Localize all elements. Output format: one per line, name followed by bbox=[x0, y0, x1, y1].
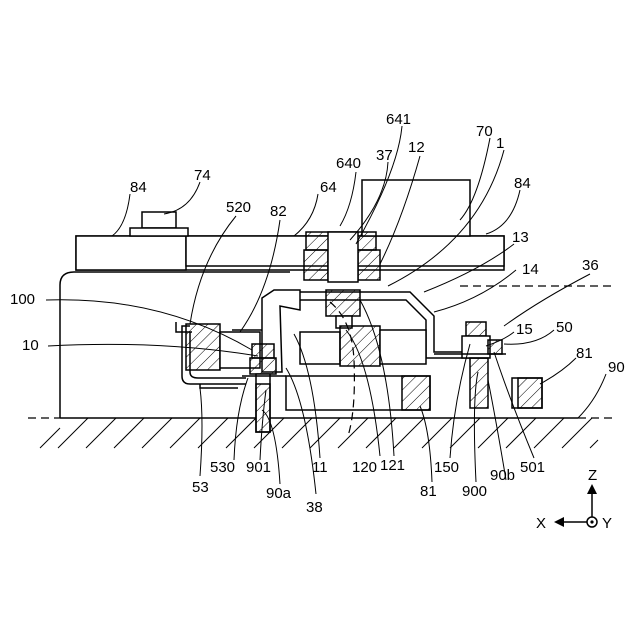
z-arrow-icon bbox=[587, 484, 597, 494]
label-64: 64 bbox=[320, 179, 337, 196]
label-150: 150 bbox=[434, 459, 459, 476]
axis-y-label: Y bbox=[602, 515, 612, 532]
ground bbox=[28, 418, 612, 448]
label-501: 501 bbox=[520, 459, 545, 476]
label-81-bottom: 81 bbox=[420, 483, 437, 500]
label-74: 74 bbox=[194, 167, 211, 184]
label-11: 11 bbox=[312, 459, 328, 476]
label-70: 70 bbox=[476, 123, 493, 140]
label-90b: 90b bbox=[490, 467, 515, 484]
label-121: 121 bbox=[380, 457, 405, 474]
label-1: 1 bbox=[496, 135, 504, 152]
label-100: 100 bbox=[10, 291, 35, 308]
label-520: 520 bbox=[226, 199, 251, 216]
block-70 bbox=[362, 180, 470, 236]
axis-x-label: X bbox=[536, 515, 546, 532]
label-13: 13 bbox=[512, 229, 529, 246]
label-900: 900 bbox=[462, 483, 487, 500]
label-84-right: 84 bbox=[514, 175, 531, 192]
label-901: 901 bbox=[246, 459, 271, 476]
label-10: 10 bbox=[22, 337, 39, 354]
label-36: 36 bbox=[582, 257, 599, 274]
label-38: 38 bbox=[306, 499, 323, 516]
label-15: 15 bbox=[516, 321, 533, 338]
label-120: 120 bbox=[352, 459, 377, 476]
label-50: 50 bbox=[556, 319, 573, 336]
label-81-right: 81 bbox=[576, 345, 593, 362]
label-640: 640 bbox=[336, 155, 361, 172]
label-90: 90 bbox=[608, 359, 625, 376]
label-641: 641 bbox=[386, 111, 411, 128]
label-53: 53 bbox=[192, 479, 209, 496]
label-12: 12 bbox=[408, 139, 425, 156]
label-82: 82 bbox=[270, 203, 287, 220]
label-84-left: 84 bbox=[130, 179, 147, 196]
label-90a: 90a bbox=[266, 485, 292, 502]
bolt-74 bbox=[130, 212, 188, 236]
axis-indicator: Z X Y bbox=[536, 467, 612, 532]
label-530: 530 bbox=[210, 459, 235, 476]
label-37: 37 bbox=[376, 147, 393, 164]
center-screw bbox=[304, 232, 380, 328]
bolt-right bbox=[434, 322, 506, 408]
x-arrow-icon bbox=[554, 517, 564, 527]
plate-84 bbox=[76, 236, 504, 270]
axis-z-label: Z bbox=[588, 467, 597, 484]
label-14: 14 bbox=[522, 261, 539, 278]
